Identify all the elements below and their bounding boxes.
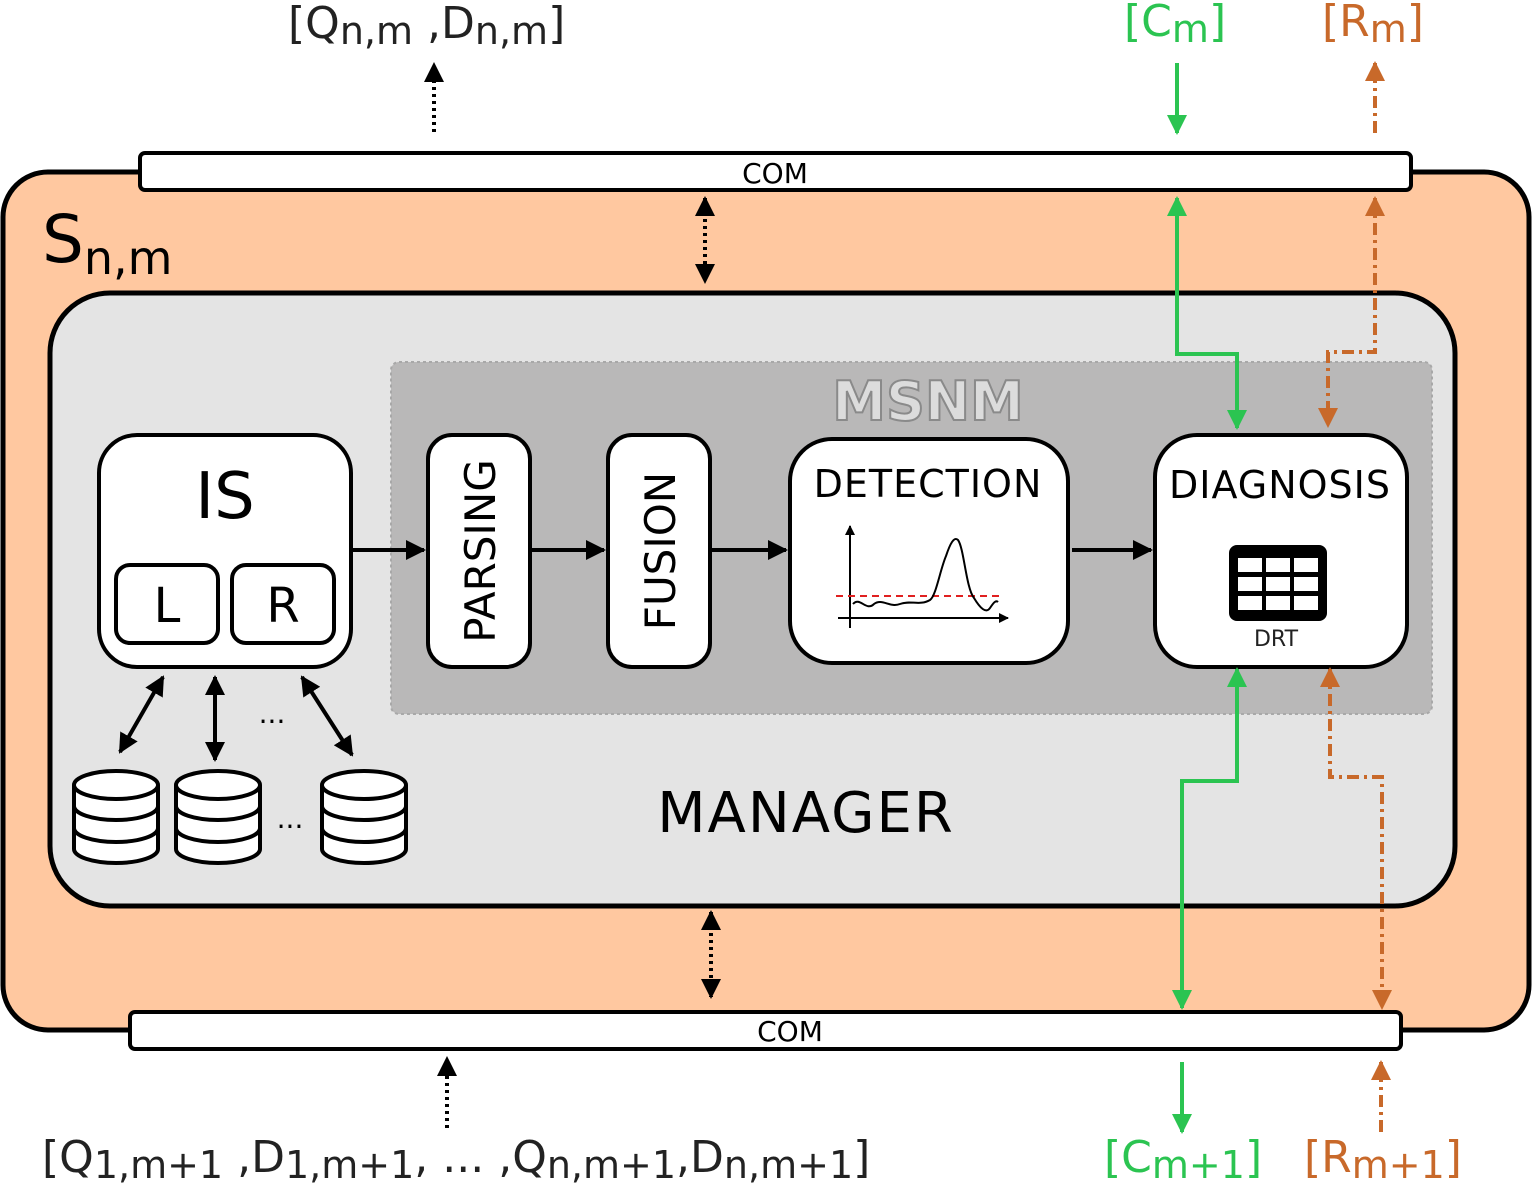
bottom-input-label: [Q1,m+1 ,D1,m+1, ... ,Qn,m+1,Dn,m+1] xyxy=(42,1132,870,1186)
manager-label: MANAGER xyxy=(657,781,955,846)
table-icon xyxy=(1229,545,1327,621)
is-db-arrow-1 xyxy=(118,675,165,754)
r-path-top xyxy=(1318,196,1385,428)
com-bar-bottom xyxy=(128,1010,1403,1051)
system-label: Sn,m xyxy=(42,201,173,285)
system-label-main: S xyxy=(42,201,84,278)
c-path-bottom xyxy=(1172,667,1247,1010)
detection-label: DETECTION xyxy=(814,462,1043,506)
is-r-box xyxy=(230,563,336,645)
is-label: IS xyxy=(195,460,255,534)
fusion-label: FUSION xyxy=(636,472,685,630)
is-l-label: L xyxy=(154,578,181,634)
database-icon-1 xyxy=(72,769,160,865)
c-path-top xyxy=(1167,196,1247,430)
is-l-box xyxy=(114,563,220,645)
r-bottom-label: [Rm+1] xyxy=(1304,1132,1462,1186)
detection-box xyxy=(788,437,1070,665)
com-bar-top xyxy=(138,151,1413,192)
parsing-label: PARSING xyxy=(456,459,505,643)
arrows-ellipsis: ... xyxy=(259,697,286,730)
com-bottom-label: COM xyxy=(757,1015,823,1048)
r-path-bottom xyxy=(1320,667,1392,1010)
drt-label: DRT xyxy=(1254,627,1299,652)
c-bottom-label: [Cm+1] xyxy=(1104,1132,1262,1186)
is-r-label: R xyxy=(266,578,299,634)
databases-ellipsis: ... xyxy=(277,802,304,835)
r-top-label: [Rm] xyxy=(1322,0,1424,51)
diagnosis-label: DIAGNOSIS xyxy=(1169,463,1391,507)
database-icon-2 xyxy=(174,769,262,865)
is-db-arrow-3 xyxy=(300,675,354,757)
c-top-label: [Cm] xyxy=(1124,0,1226,51)
system-label-sub: n,m xyxy=(84,231,173,285)
top-output-label: [Qn,m ,Dn,m] xyxy=(288,0,565,53)
msnm-label: MSNM xyxy=(832,370,1024,433)
database-icon-3 xyxy=(320,769,408,865)
detection-plot-icon xyxy=(836,525,1009,628)
com-top-label: COM xyxy=(742,157,808,190)
